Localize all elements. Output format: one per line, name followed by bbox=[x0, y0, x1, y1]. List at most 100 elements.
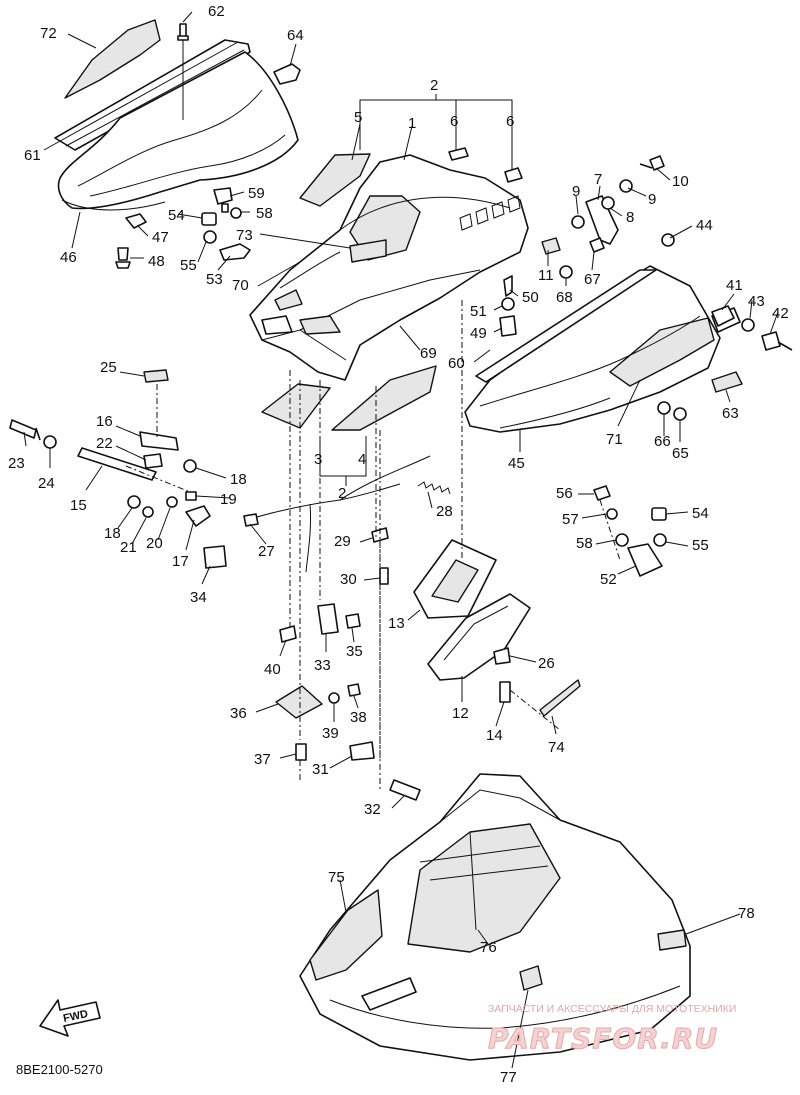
callout-49: 49 bbox=[470, 325, 487, 342]
callout-5: 5 bbox=[354, 109, 362, 126]
callout-70: 70 bbox=[232, 277, 249, 294]
callout-labels: 72 62 64 61 46 54 59 58 47 48 55 53 73 7… bbox=[8, 3, 789, 1086]
lower-cowl-headlight bbox=[361, 977, 417, 1011]
callout-58a: 58 bbox=[256, 205, 273, 222]
watermark: ЗАПЧАСТИ И АКСЕССУАРЫ ДЛЯ МОТОТЕХНИКИ PA… bbox=[488, 1003, 737, 1056]
lower-cowl-contour bbox=[329, 985, 681, 1029]
bolt-38 bbox=[347, 683, 361, 697]
callout-14: 14 bbox=[486, 727, 503, 744]
washer-57 bbox=[606, 508, 618, 520]
dashed-ref-74 bbox=[509, 689, 561, 731]
callout-47: 47 bbox=[152, 229, 169, 246]
callout-9b: 9 bbox=[648, 191, 656, 208]
callout-61: 61 bbox=[24, 147, 41, 164]
callout-23: 23 bbox=[8, 455, 25, 472]
callout-69: 69 bbox=[420, 345, 437, 362]
callout-54b: 54 bbox=[692, 505, 709, 522]
bracket-34 bbox=[203, 545, 227, 569]
callout-10: 10 bbox=[672, 173, 689, 190]
callout-73: 73 bbox=[236, 227, 253, 244]
windshield-panel-inner bbox=[77, 89, 263, 187]
callout-66: 66 bbox=[654, 433, 671, 450]
lower-cowl-side-vent-75 bbox=[309, 889, 383, 981]
callout-26: 26 bbox=[538, 655, 555, 672]
hood-inner-ridge bbox=[339, 196, 511, 231]
hood-stripe-69 bbox=[299, 269, 481, 331]
screw-62 bbox=[177, 23, 189, 41]
callout-21: 21 bbox=[120, 539, 137, 556]
windshield-molding bbox=[61, 41, 245, 147]
callout-65: 65 bbox=[672, 445, 689, 462]
collar-8 bbox=[601, 196, 615, 210]
cable-27 bbox=[245, 483, 401, 521]
washer-39 bbox=[328, 692, 340, 704]
washer-43 bbox=[741, 318, 755, 332]
callout-28: 28 bbox=[436, 503, 453, 520]
collar-58 bbox=[615, 533, 629, 547]
callout-6a: 6 bbox=[450, 113, 458, 130]
callout-57: 57 bbox=[562, 511, 579, 528]
watermark-text: ЗАПЧАСТИ И АКСЕССУАРЫ ДЛЯ МОТОТЕХНИКИ bbox=[488, 1003, 736, 1015]
windshield-panel-46 bbox=[57, 51, 299, 210]
hinge-7 bbox=[585, 195, 619, 245]
side-panel-5 bbox=[299, 153, 371, 207]
collar-55 bbox=[203, 230, 217, 244]
clip-19 bbox=[185, 491, 197, 501]
bracket-52 bbox=[627, 543, 663, 577]
callout-59: 59 bbox=[248, 185, 265, 202]
callout-32: 32 bbox=[364, 801, 381, 818]
bracket-31 bbox=[349, 741, 375, 761]
collar-21 bbox=[142, 506, 154, 518]
bushing-18b bbox=[127, 495, 141, 509]
vent-12-inner bbox=[443, 605, 509, 661]
callout-20: 20 bbox=[146, 535, 163, 552]
spring-22 bbox=[143, 453, 163, 469]
washer-44 bbox=[661, 233, 675, 247]
callout-62: 62 bbox=[208, 3, 225, 20]
hood-vent-slots bbox=[459, 195, 521, 231]
callout-4: 4 bbox=[358, 451, 366, 468]
callout-76: 76 bbox=[480, 939, 497, 956]
callout-2b: 2 bbox=[338, 485, 346, 502]
callout-48: 48 bbox=[148, 253, 165, 270]
nut-68 bbox=[559, 265, 573, 279]
lower-cowl-assembly bbox=[299, 773, 691, 1061]
callout-68: 68 bbox=[556, 289, 573, 306]
side-panel-contour-2 bbox=[499, 397, 611, 429]
callout-55b: 55 bbox=[692, 537, 709, 554]
latch-rod-15 bbox=[77, 447, 157, 481]
callout-78: 78 bbox=[738, 905, 755, 922]
bolt-59 bbox=[213, 187, 233, 213]
washer-24 bbox=[43, 435, 57, 449]
lower-cowl-frame bbox=[439, 789, 561, 823]
hood-bracket-6b bbox=[504, 167, 523, 183]
windshield-frame-61 bbox=[54, 39, 251, 151]
vent-13-grille bbox=[431, 559, 479, 603]
callout-56: 56 bbox=[556, 485, 573, 502]
callout-55a: 55 bbox=[180, 257, 197, 274]
knob-17 bbox=[185, 505, 211, 527]
callout-13: 13 bbox=[388, 615, 405, 632]
callout-24: 24 bbox=[38, 475, 55, 492]
hood-headlight-opening bbox=[261, 315, 293, 335]
callout-54a: 54 bbox=[168, 207, 185, 224]
bolt-10 bbox=[639, 155, 665, 171]
nut-54b bbox=[651, 507, 667, 521]
fwd-label: FWD bbox=[62, 1008, 89, 1025]
clip-49 bbox=[499, 315, 517, 337]
bolt-30 bbox=[379, 567, 389, 585]
callout-6b: 6 bbox=[506, 113, 514, 130]
emblem-73 bbox=[349, 239, 387, 263]
callout-67: 67 bbox=[584, 271, 601, 288]
callout-7: 7 bbox=[594, 171, 602, 188]
callout-44: 44 bbox=[696, 217, 713, 234]
side-panel-contour bbox=[479, 315, 701, 407]
callout-19: 19 bbox=[220, 491, 237, 508]
callout-39: 39 bbox=[322, 725, 339, 742]
lower-cowl-window-76 bbox=[407, 823, 561, 953]
callout-71: 71 bbox=[606, 431, 623, 448]
lower-panel-3 bbox=[261, 383, 331, 429]
callout-2a: 2 bbox=[430, 77, 438, 94]
bolt-42 bbox=[761, 331, 793, 351]
latch-assembly bbox=[9, 369, 227, 569]
